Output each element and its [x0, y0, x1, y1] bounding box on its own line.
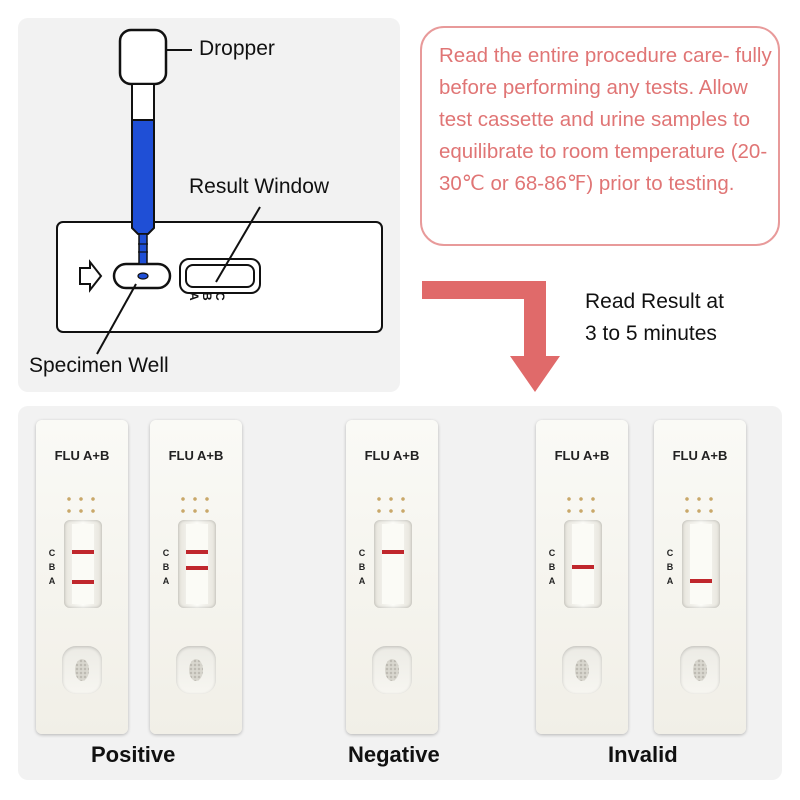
specimen-well-label: Specimen Well [29, 354, 169, 377]
instruction-note-text: Read the entire procedure care- fully be… [439, 44, 772, 195]
cassette-window [64, 520, 102, 608]
dropper-label: Dropper [199, 37, 275, 60]
cassette-sample-well [176, 646, 216, 694]
band-a [72, 580, 94, 584]
cassette-brand: FLU A+B [554, 448, 610, 463]
negative-label: Negative [348, 742, 440, 767]
window-line-letters: C B A [187, 292, 227, 302]
cassette-dots [63, 493, 99, 517]
cassette-dots [373, 493, 409, 517]
instruction-note-box [420, 26, 780, 246]
cassette-window [682, 520, 720, 608]
cassette-brand: FLU A+B [364, 448, 420, 463]
dropper-bulb [118, 28, 168, 86]
cassette-brand: FLU A+B [54, 448, 110, 463]
invalid-label: Invalid [608, 742, 678, 767]
band-c [72, 550, 94, 554]
cassette-dots [681, 493, 717, 517]
cassette-window [374, 520, 412, 608]
band-c [382, 550, 404, 554]
cassette-dots [563, 493, 599, 517]
cassette-brand: FLU A+B [168, 448, 224, 463]
cassette-sample-well [372, 646, 412, 694]
cassette-sample-well [680, 646, 720, 694]
result-window-leader [215, 206, 261, 283]
cassette-sample-well [562, 646, 602, 694]
direction-arrow-icon [79, 259, 103, 293]
read-result-arrow-icon [422, 281, 560, 392]
result-window-label: Result Window [189, 175, 330, 198]
cassette-dots [177, 493, 213, 517]
dropper-tip [138, 233, 148, 265]
read-result-text: Read Result at 3 to 5 minutes [585, 290, 724, 345]
band-b [186, 566, 208, 570]
band-b [572, 565, 594, 569]
dropper-neck [131, 83, 155, 121]
cassette-window [178, 520, 216, 608]
dropper-tube [131, 119, 155, 235]
band-c [186, 550, 208, 554]
positive-label: Positive [91, 742, 176, 767]
cassette-window [564, 520, 602, 608]
cassette-brand: FLU A+B [672, 448, 728, 463]
specimen-drop [137, 272, 149, 280]
specimen-well-leader [96, 283, 137, 355]
band-a [690, 579, 712, 583]
cassette-sample-well [62, 646, 102, 694]
